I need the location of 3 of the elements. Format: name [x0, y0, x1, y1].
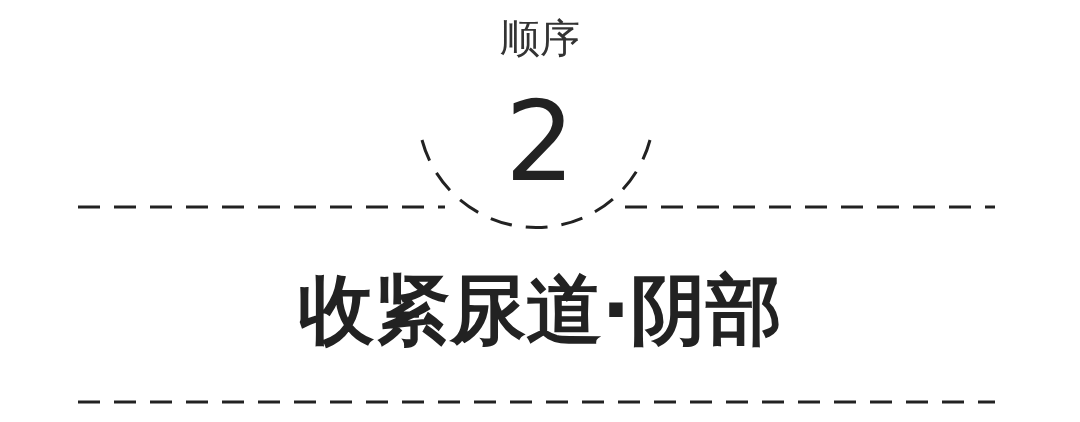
sequence-label: 顺序 — [500, 14, 580, 62]
heading: 收紧尿道·阴部 — [297, 264, 783, 356]
step-number: 2 — [505, 82, 575, 202]
